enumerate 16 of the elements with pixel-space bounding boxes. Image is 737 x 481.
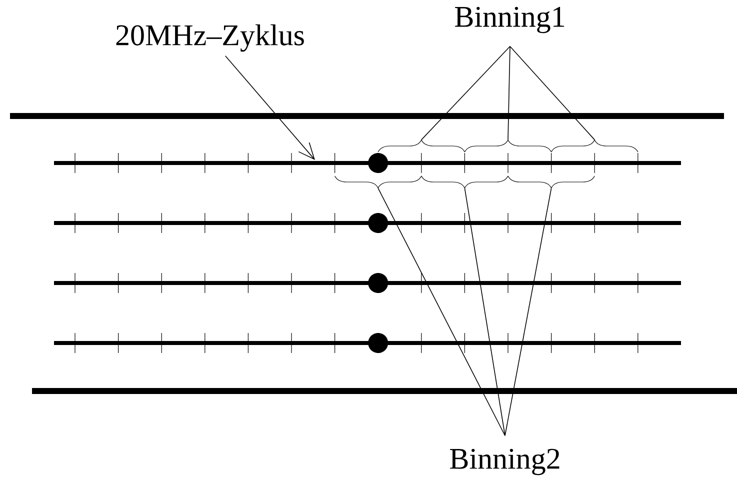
label-text: Binning2 bbox=[450, 448, 560, 476]
brace bbox=[334, 176, 422, 188]
brace bbox=[508, 176, 595, 188]
leader-line bbox=[510, 46, 595, 140]
leader-line bbox=[224, 55, 315, 160]
leader-line bbox=[508, 46, 510, 140]
label-text: Binning1 bbox=[455, 6, 564, 34]
leader-line bbox=[464, 188, 506, 436]
leader-line bbox=[421, 46, 510, 140]
label-text: 20MHz–Zyklus bbox=[116, 24, 304, 52]
brace bbox=[464, 140, 552, 152]
brace bbox=[551, 140, 638, 152]
leader-line bbox=[378, 188, 506, 436]
brace bbox=[421, 176, 508, 188]
brace bbox=[378, 140, 465, 152]
leader-line bbox=[504, 188, 552, 436]
